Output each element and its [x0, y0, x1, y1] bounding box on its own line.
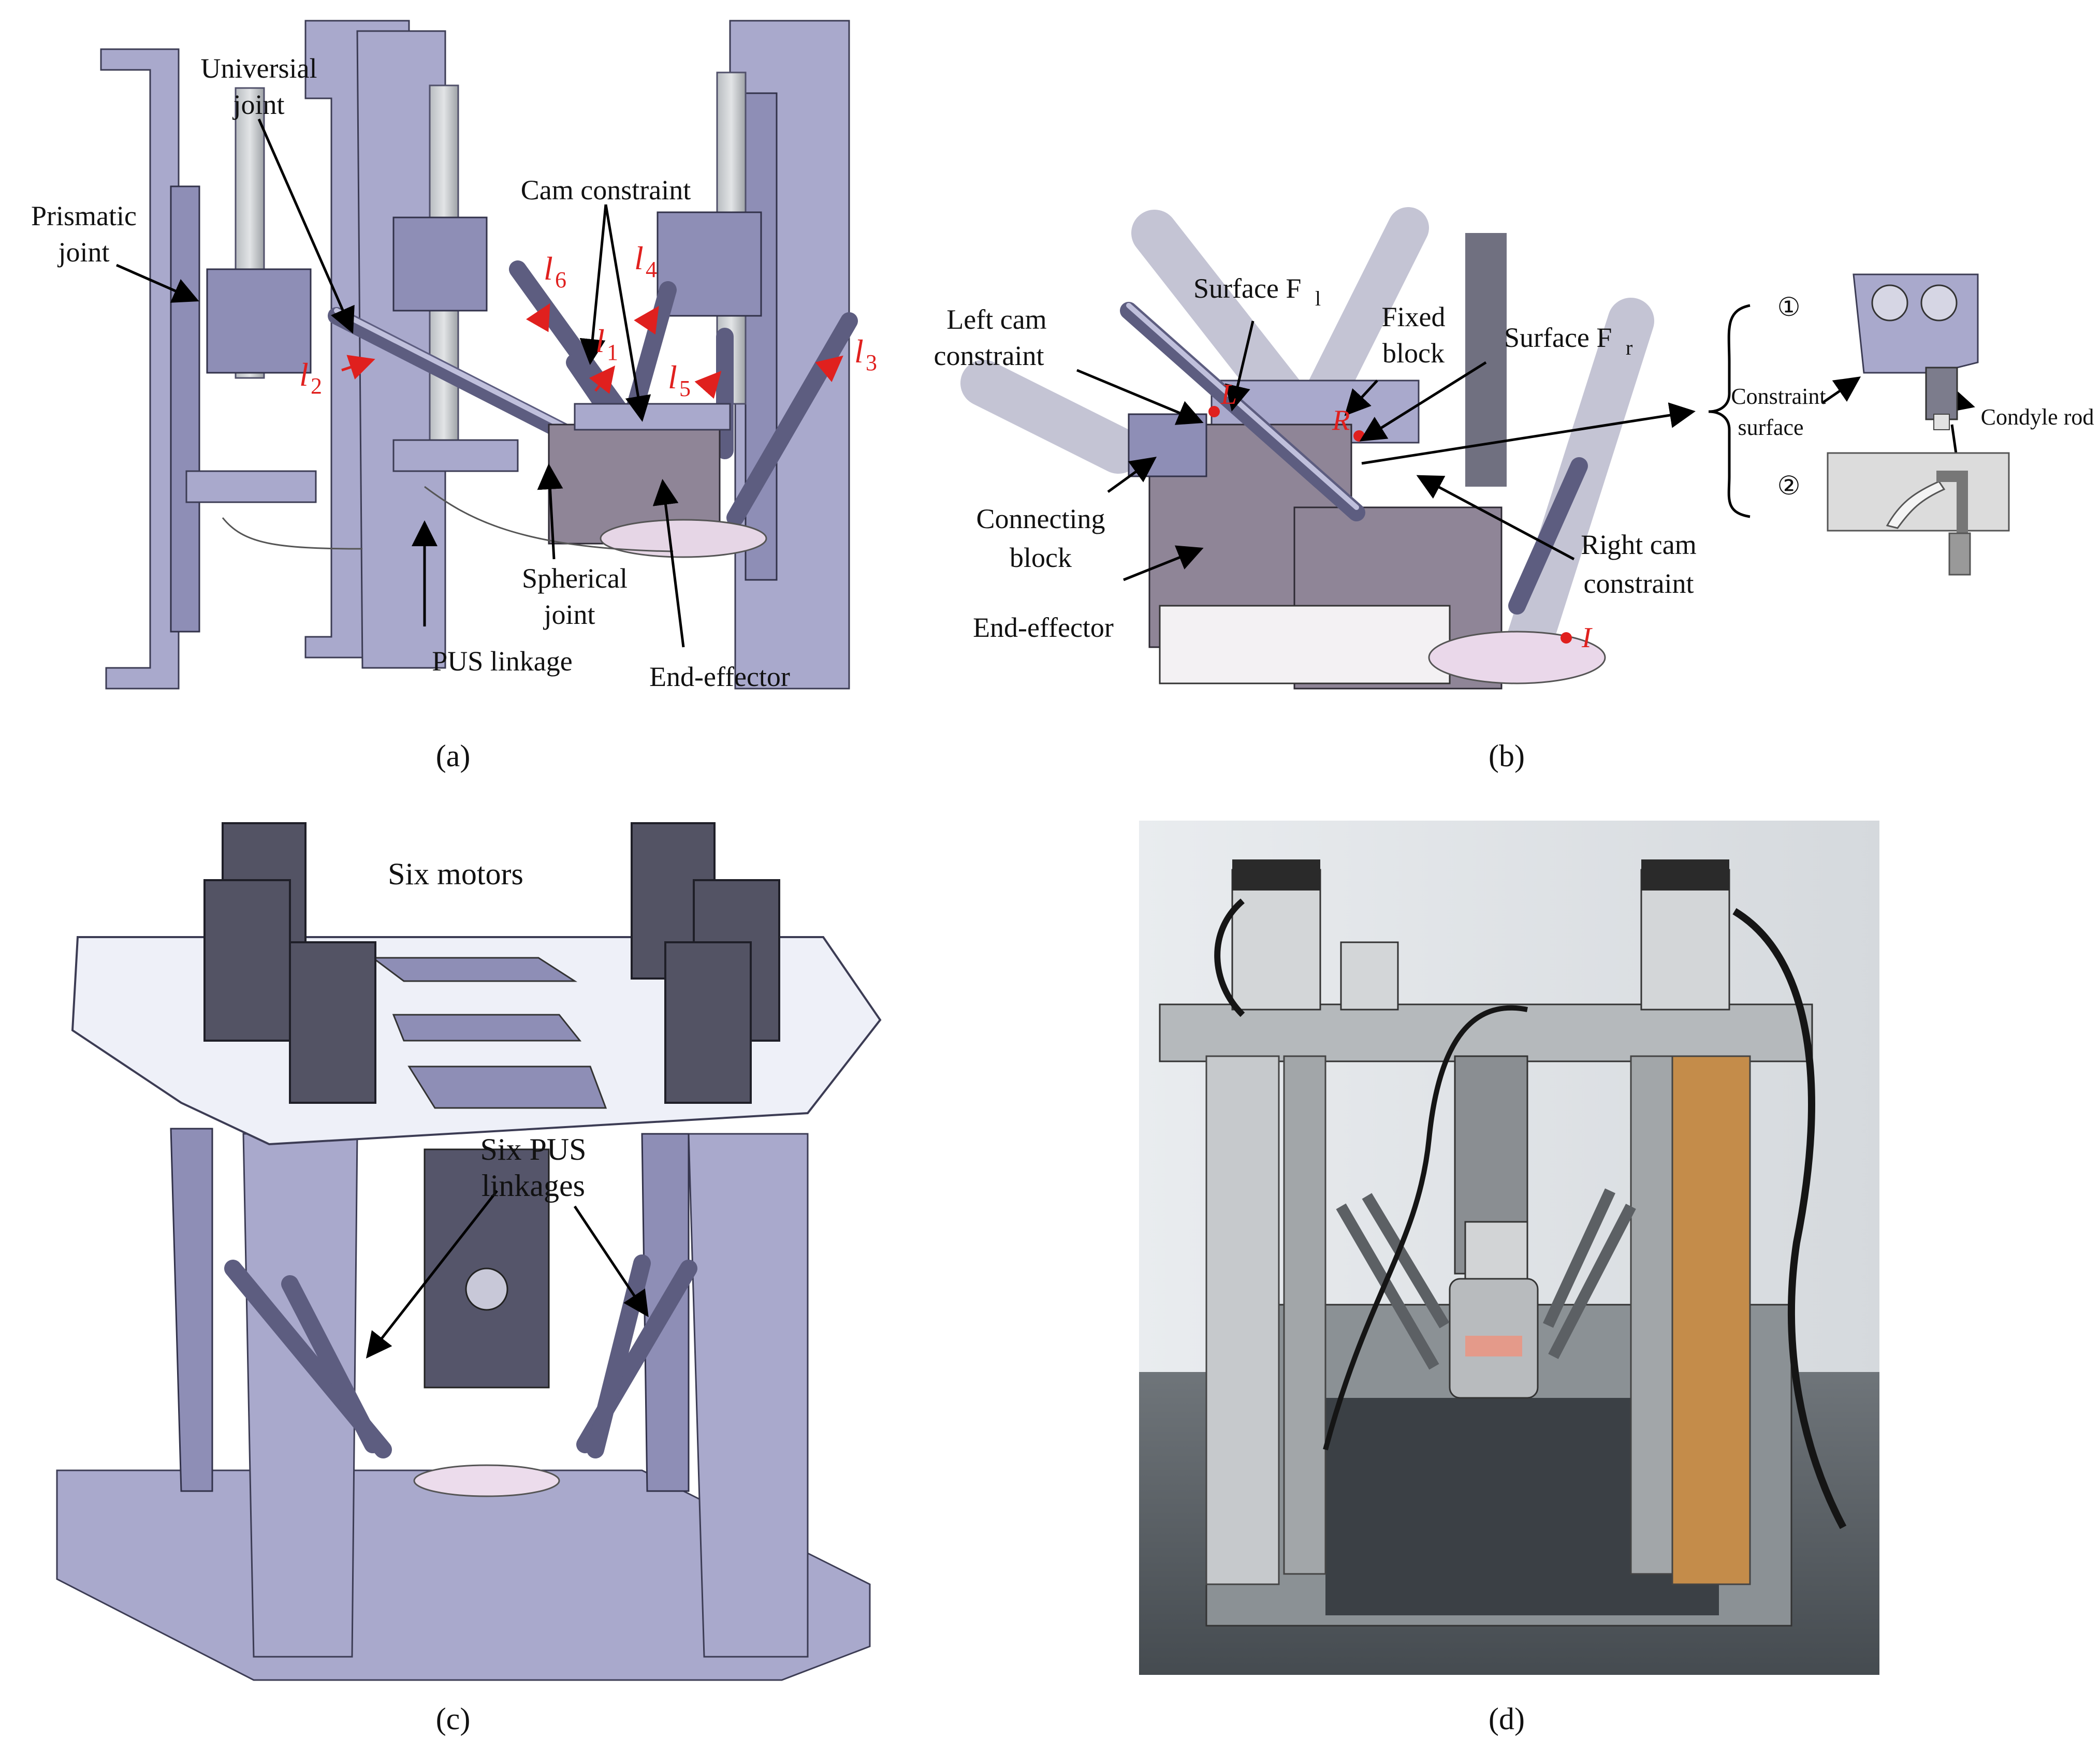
leg-label-l3-letter: l [854, 333, 864, 370]
label-point-i: I [1581, 622, 1593, 654]
leg-label-l1: l 1 [595, 323, 618, 365]
leg-label-l3: l 3 [854, 333, 877, 375]
motor-2 [203, 879, 291, 1042]
label-spherical-joint-line1: Spherical [522, 563, 628, 594]
label-connecting-block-line1: Connecting [976, 503, 1105, 534]
label-marker-1: ① [1777, 293, 1801, 322]
leg-label-l2-letter: l [299, 356, 309, 393]
label-pus-linkage: PUS linkage [432, 646, 573, 677]
caption-d: (d) [1489, 1702, 1525, 1736]
leg-label-l1-sub: 1 [607, 340, 618, 365]
point-i-marker [1561, 632, 1572, 644]
label-surface-fl-sub: l [1315, 287, 1321, 310]
label-prismatic-joint-line2: joint [57, 237, 109, 268]
label-spherical-joint-line2: joint [543, 599, 595, 630]
leg-label-l5: l 5 [668, 359, 691, 401]
label-fixed-block-line1: Fixed [1381, 301, 1445, 332]
panel-a-arrows [115, 118, 843, 648]
label-surface-fr: Surface F r [1504, 322, 1632, 359]
leg-label-l6-sub: 6 [555, 267, 566, 293]
motor-6 [664, 941, 752, 1104]
leg-label-l4-letter: l [634, 240, 644, 276]
point-l-marker [1208, 406, 1220, 417]
leg-label-l4: l 4 [634, 240, 657, 282]
label-six-motors: Six motors [388, 857, 523, 891]
label-end-effector-a: End-effector [649, 661, 790, 692]
panel-c-cad-assembly [56, 936, 882, 1681]
panel-b-detail [960, 207, 1654, 690]
caption-b: (b) [1489, 739, 1525, 773]
label-universal-joint-line1: Universial [201, 53, 317, 84]
leg-label-l5-letter: l [668, 359, 677, 396]
motor-3 [289, 941, 376, 1104]
label-cam-constraint: Cam constraint [521, 174, 691, 206]
label-surface-fr-sub: r [1626, 336, 1632, 359]
label-universal-joint-line2: joint [232, 89, 284, 120]
label-left-cam-line2: constraint [934, 340, 1044, 371]
label-constraint-surface-line1: Constraint [1731, 384, 1826, 409]
panel-a-cad-model [100, 20, 858, 690]
label-end-effector-b: End-effector [973, 612, 1114, 643]
label-six-pus-line1: Six PUS [480, 1132, 586, 1166]
leg-label-l2: l 2 [299, 356, 322, 399]
leg-label-l3-sub: 3 [866, 350, 877, 375]
label-point-r: R [1332, 404, 1350, 436]
panel-c-motors [203, 822, 780, 1104]
leg-label-l6-letter: l [544, 250, 553, 287]
label-surface-fl-text: Surface F [1193, 273, 1301, 304]
leg-label-l1-letter: l [595, 323, 605, 359]
leg-label-l6: l 6 [544, 250, 566, 293]
label-constraint-surface-line2: surface [1738, 415, 1803, 440]
label-six-pus-line2: linkages [482, 1169, 585, 1203]
label-point-l: L [1220, 378, 1237, 411]
label-surface-fl: Surface F l [1193, 273, 1321, 310]
panel-d-prototype-photo [1139, 821, 1879, 1675]
inset-2-cam-profile [1827, 452, 2010, 576]
label-prismatic-joint-line1: Prismatic [31, 200, 137, 231]
label-surface-fr-text: Surface F [1504, 322, 1612, 353]
inset-1-constraint-block [1853, 273, 1979, 430]
label-condyle-rod: Condyle rod [1981, 404, 2094, 430]
label-right-cam-line1: Right cam [1581, 529, 1696, 560]
label-left-cam-line1: Left cam [946, 304, 1046, 335]
leg-label-l5-sub: 5 [679, 376, 691, 401]
label-connecting-block-line2: block [1010, 542, 1072, 573]
label-fixed-block-line2: block [1382, 338, 1445, 369]
brace [1708, 304, 1751, 518]
caption-a: (a) [436, 739, 471, 773]
label-right-cam-line2: constraint [1584, 568, 1694, 599]
caption-c: (c) [436, 1702, 471, 1736]
leg-label-l4-sub: 4 [646, 257, 657, 282]
panel-c-arrows [366, 1190, 649, 1359]
label-marker-2: ② [1777, 471, 1801, 500]
leg-label-l2-sub: 2 [311, 373, 322, 399]
